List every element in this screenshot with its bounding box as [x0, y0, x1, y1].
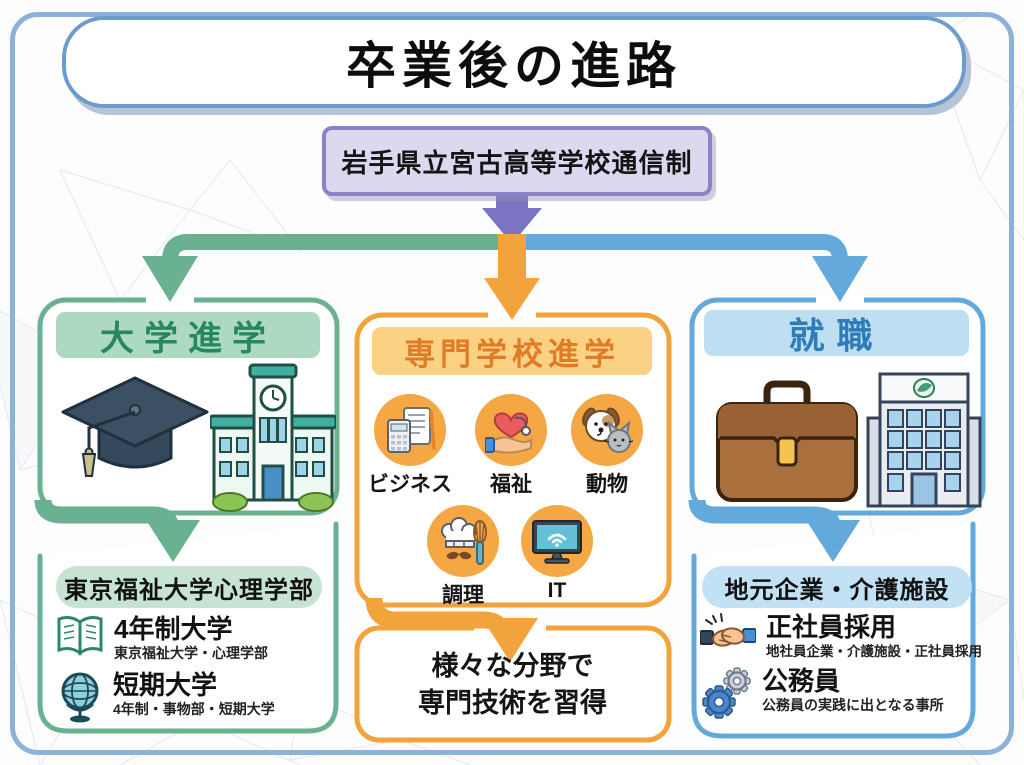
- item-subtitle: 公務員の実践に出となる事所: [762, 697, 944, 713]
- employment-item-civil-servant: 公務員 公務員の実践に出となる事所: [702, 666, 944, 720]
- item-title: 4年制大学: [114, 614, 233, 644]
- employment-header: 就職: [704, 310, 969, 356]
- field-circle-it: [521, 505, 593, 577]
- chef-hat-icon: [441, 517, 487, 565]
- computer-wifi-icon: [532, 520, 582, 564]
- handshake-icon: [700, 613, 756, 647]
- field-label-animal: 動物: [586, 473, 628, 496]
- globe-icon: [61, 672, 99, 723]
- field-circle-welfare: [475, 394, 547, 466]
- item-title: 正社員採用: [766, 612, 897, 642]
- item-subtitle: 地社員企業・介護施設・正社員採用: [766, 644, 982, 659]
- source-school-label: 岩手県立宮古高等学校通信制: [341, 147, 693, 178]
- briefcase-icon: [716, 380, 858, 502]
- dog-cat-icon: [582, 407, 633, 453]
- field-label-it: IT: [547, 579, 567, 602]
- university-item-4year: 4年制大学 東京福祉大学・心理学部: [56, 614, 268, 663]
- title-banner: 卒業後の進路: [62, 16, 966, 108]
- school-building-icon: [210, 363, 336, 512]
- gears-icon: [702, 667, 751, 719]
- university-item-junior-college: 短期大学 4年制・事物部・短期大学: [57, 670, 275, 724]
- item-title: 公務員: [762, 666, 841, 696]
- university-destination-pill: 東京福祉大学心理学部: [56, 566, 322, 608]
- field-circle-animal: [571, 394, 643, 466]
- employment-destination-pill: 地元企業・介護施設: [702, 566, 972, 608]
- field-circle-business: [374, 394, 446, 466]
- item-title: 短期大学: [113, 670, 218, 700]
- page-title: 卒業後の進路: [346, 38, 682, 94]
- field-label-business: ビジネス: [368, 473, 452, 496]
- heart-in-hand-icon: [485, 412, 532, 454]
- field-label-cooking: 調理: [442, 584, 484, 607]
- graduation-cap-icon: [61, 376, 209, 477]
- open-book-icon: [57, 616, 103, 656]
- field-label-welfare: 福祉: [490, 473, 532, 496]
- field-circle-cooking: [427, 505, 499, 577]
- employment-item-fulltime: 正社員採用 地社員企業・介護施設・正社員採用: [700, 612, 982, 661]
- item-subtitle: 4年制・事物部・短期大学: [113, 701, 275, 717]
- item-subtitle: 東京福祉大学・心理学部: [114, 645, 268, 661]
- vocational-header: 専門学校進学: [372, 327, 652, 375]
- source-school-box: 岩手県立宮古高等学校通信制: [322, 126, 712, 196]
- office-building-icon: [866, 372, 982, 508]
- vocational-summary-text: 様々な分野で 専門技術を習得: [418, 651, 607, 718]
- university-header: 大学進学: [56, 312, 320, 358]
- calculator-document-icon: [387, 407, 436, 453]
- outer-frame: [10, 12, 1014, 755]
